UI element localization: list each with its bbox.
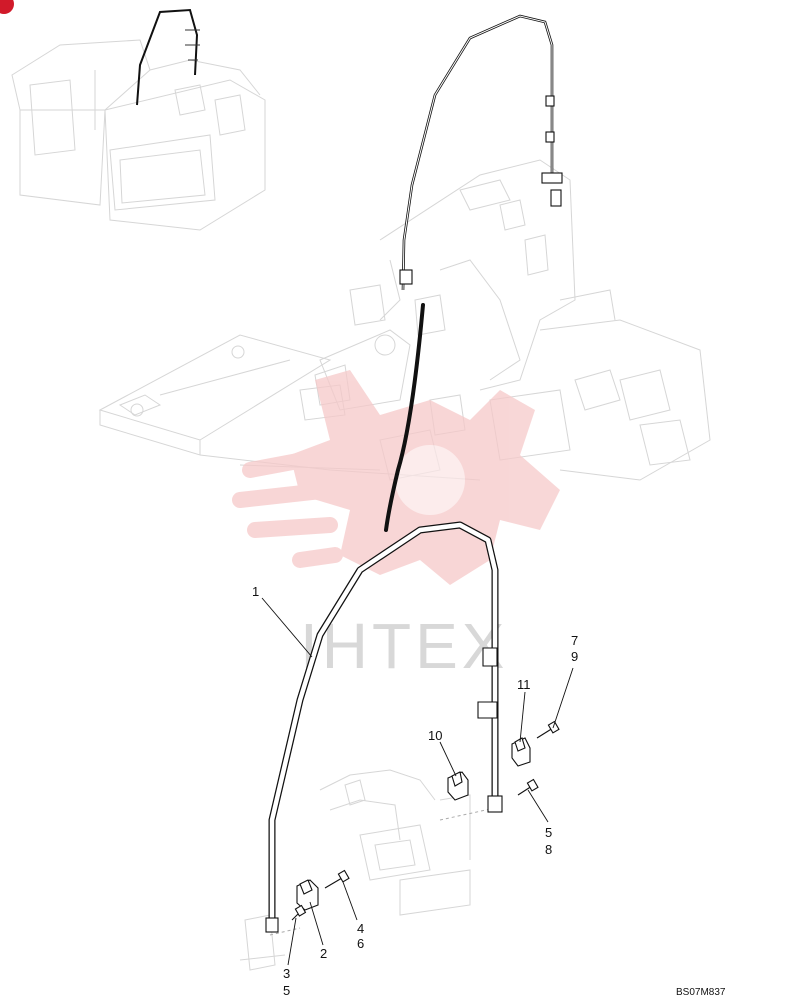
leader-7 (552, 667, 574, 729)
leader-11 (519, 691, 526, 743)
watermark-gear (232, 370, 560, 585)
bolt-part-7 (536, 720, 560, 739)
callout-5: 5 (545, 825, 552, 840)
callout-11: 11 (517, 677, 531, 692)
callout-3-alt: 5 (283, 983, 290, 998)
callout-10: 10 (428, 728, 442, 743)
callout-7-alt: 9 (571, 649, 578, 664)
callout-2: 2 (320, 946, 327, 961)
upper-handrail-reference (399, 14, 563, 291)
leader-1 (261, 597, 313, 658)
watermark-text: IHTEX (300, 610, 508, 682)
leader-10 (439, 741, 457, 777)
bolt-part-5 (517, 778, 539, 796)
leader-4 (342, 881, 358, 921)
bolt-part-3 (291, 904, 307, 921)
leader-3 (287, 917, 297, 966)
callout-3: 3 (283, 966, 290, 981)
callout-4-alt: 6 (357, 936, 364, 951)
leader-2 (309, 901, 324, 946)
corner-mark (0, 0, 14, 14)
drawing-code: BS07M837 (676, 987, 726, 998)
hose-line (384, 303, 425, 532)
callout-1: 1 (252, 584, 259, 599)
leader-5 (527, 789, 549, 823)
clamp-part-2 (296, 879, 319, 911)
handrail-part-1 (265, 521, 503, 933)
clamp-part-11 (511, 737, 531, 767)
machine-overview (11, 8, 266, 231)
callout-4: 4 (357, 921, 364, 936)
clamp-part-10 (447, 771, 469, 801)
lower-frame (239, 769, 496, 971)
callout-5-alt: 8 (545, 842, 552, 857)
callout-7: 7 (571, 633, 578, 648)
bolt-part-4 (324, 869, 350, 889)
